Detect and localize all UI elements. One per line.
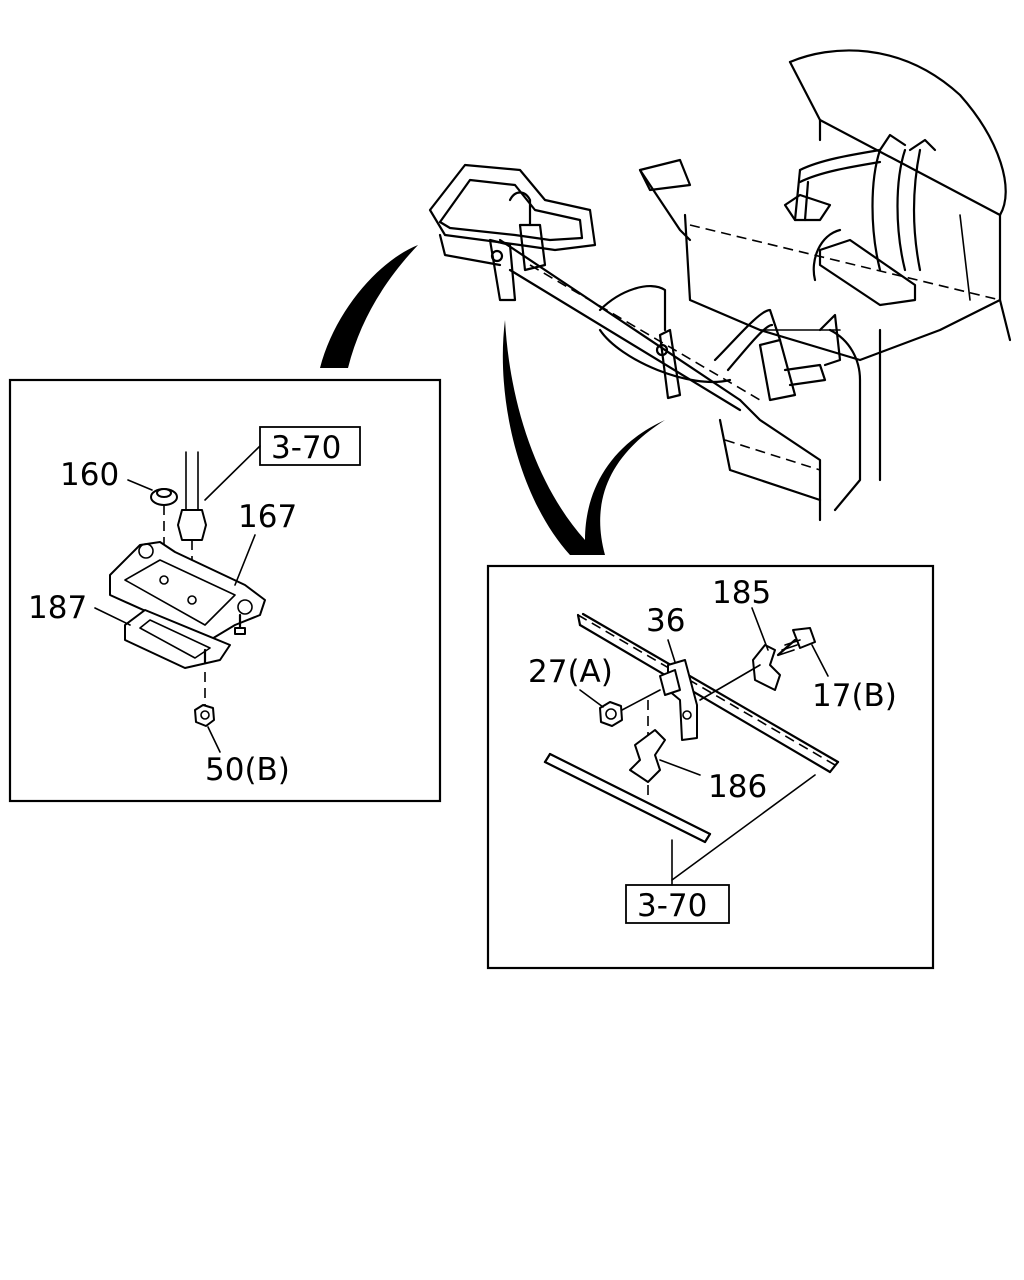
label-187: 187 [28,590,87,626]
ref-label-left: 3-70 [271,430,341,466]
label-27a: 27(A) [528,654,613,690]
ref-label-right: 3-70 [637,888,707,924]
label-50b: 50(B) [205,752,290,788]
label-167: 167 [238,499,297,535]
right-detail-panel: 3-70 185 36 27(A) 17(B) 186 [486,564,935,970]
label-36: 36 [646,603,685,639]
main-assembly [428,49,1012,522]
ref-box-right [625,884,730,924]
label-186: 186 [708,769,767,805]
label-160: 160 [60,457,119,493]
left-detail-panel: 3-70 160 167 187 50(B) [8,378,442,803]
leader-swoosh-right [502,320,665,555]
label-185: 185 [712,575,771,611]
ref-box-left [259,426,361,466]
leader-swoosh-left [320,245,418,368]
label-17b: 17(B) [812,678,897,714]
